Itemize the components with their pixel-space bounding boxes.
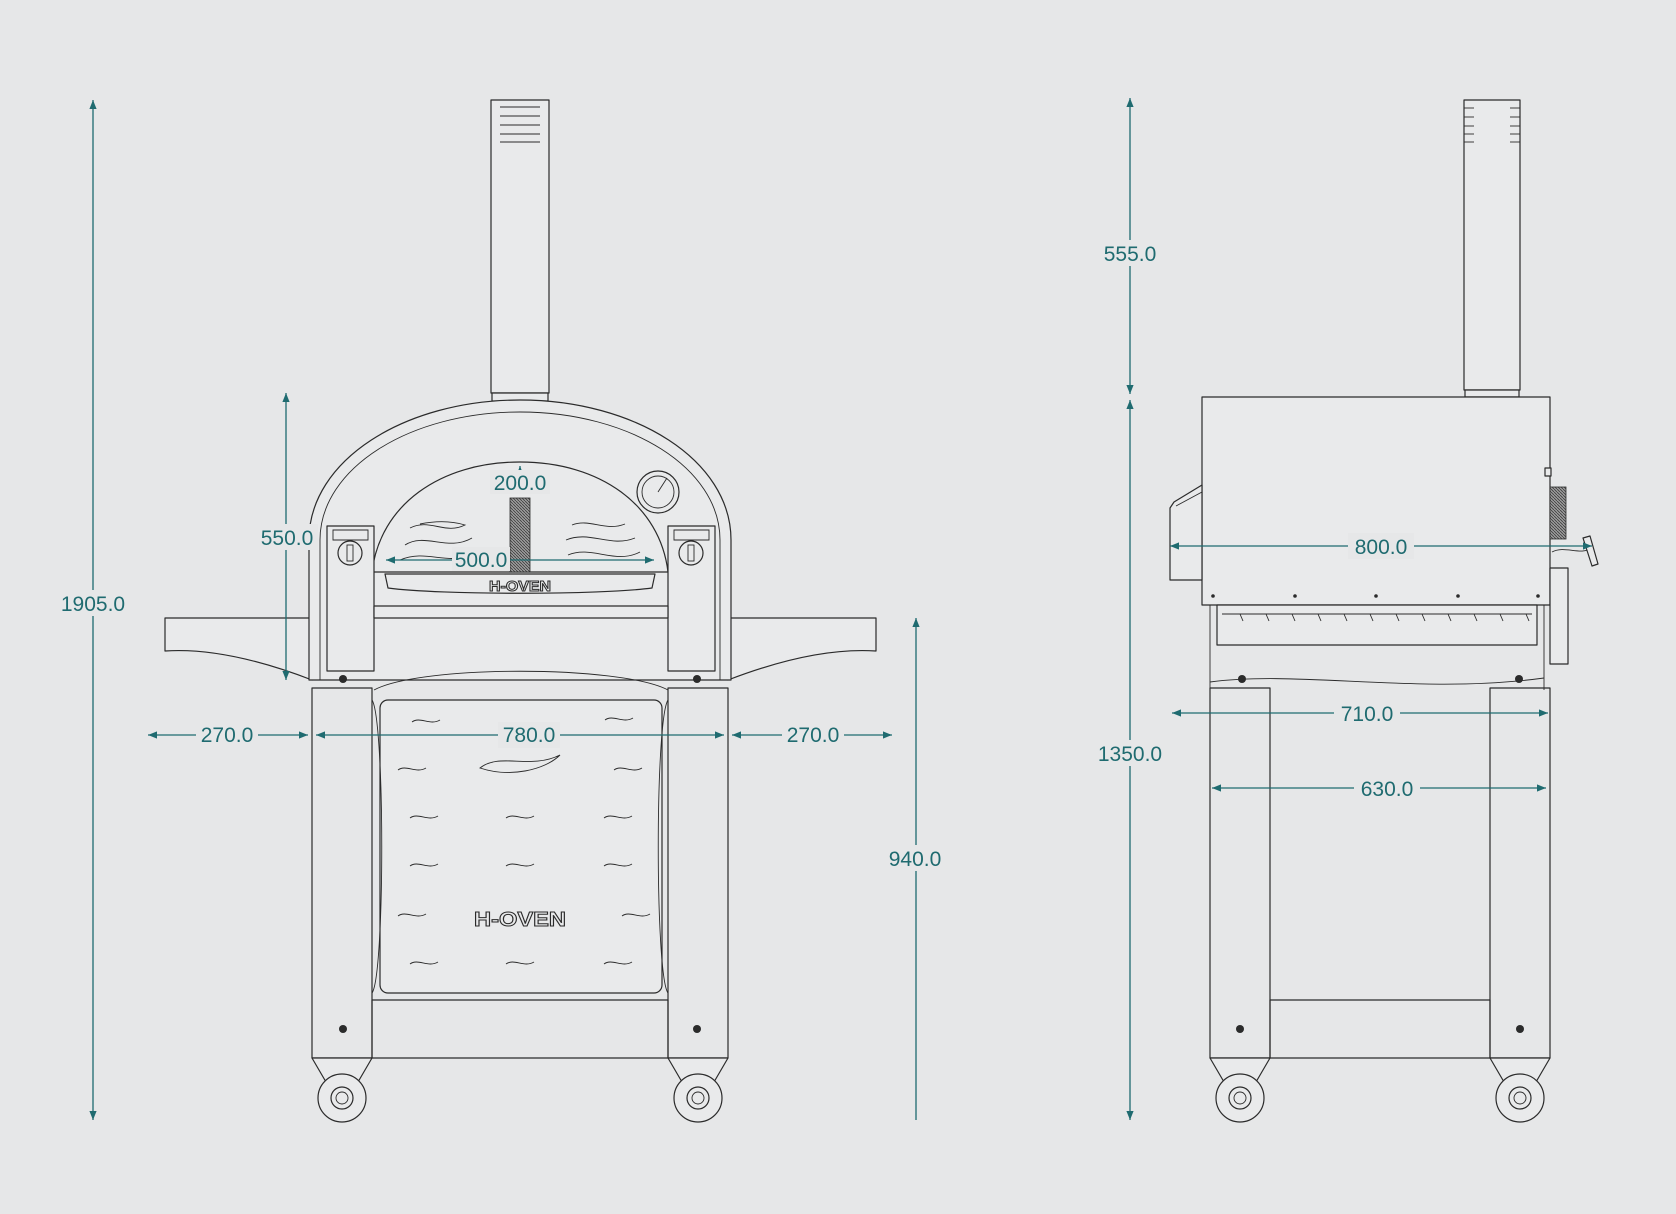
- front-dome: H-OVEN: [308, 399, 732, 691]
- dim-base-height: 1350.0: [1098, 743, 1162, 766]
- side-stand: [1209, 687, 1551, 1123]
- front-stand: H-OVEN: [311, 687, 729, 1123]
- dim-chimney-height: 555.0: [1104, 243, 1157, 266]
- dim-depth: 800.0: [1355, 536, 1408, 559]
- side-vent-band: [1209, 604, 1545, 690]
- dim-overall-height: 1905.0: [61, 593, 125, 616]
- dim-body-width: 780.0: [503, 724, 556, 747]
- dim-stand-depth: 710.0: [1341, 703, 1394, 726]
- front-left-shelf: [164, 617, 313, 681]
- side-oven-body: [1201, 396, 1551, 606]
- side-chimney: [1463, 99, 1521, 398]
- front-right-shelf: [727, 617, 877, 681]
- dimension-labels: 1905.0 550.0 200.0 500.0 270.0 780.0 270…: [58, 240, 1420, 871]
- dim-left-shelf-width: 270.0: [201, 724, 254, 747]
- dim-stand-height: 940.0: [889, 848, 942, 871]
- dim-flue-width: 200.0: [494, 472, 547, 495]
- front-view: H-OVEN: [164, 99, 877, 1123]
- side-view: [1169, 99, 1599, 1123]
- front-cabinet-logo: H-OVEN: [474, 909, 566, 931]
- dim-body-height: 550.0: [261, 527, 314, 550]
- dim-mouth-width: 500.0: [455, 549, 508, 572]
- dim-inner-leg-span: 630.0: [1361, 778, 1414, 801]
- front-chimney: [490, 99, 550, 402]
- dim-right-shelf-width: 270.0: [787, 724, 840, 747]
- front-door-logo: H-OVEN: [489, 578, 551, 595]
